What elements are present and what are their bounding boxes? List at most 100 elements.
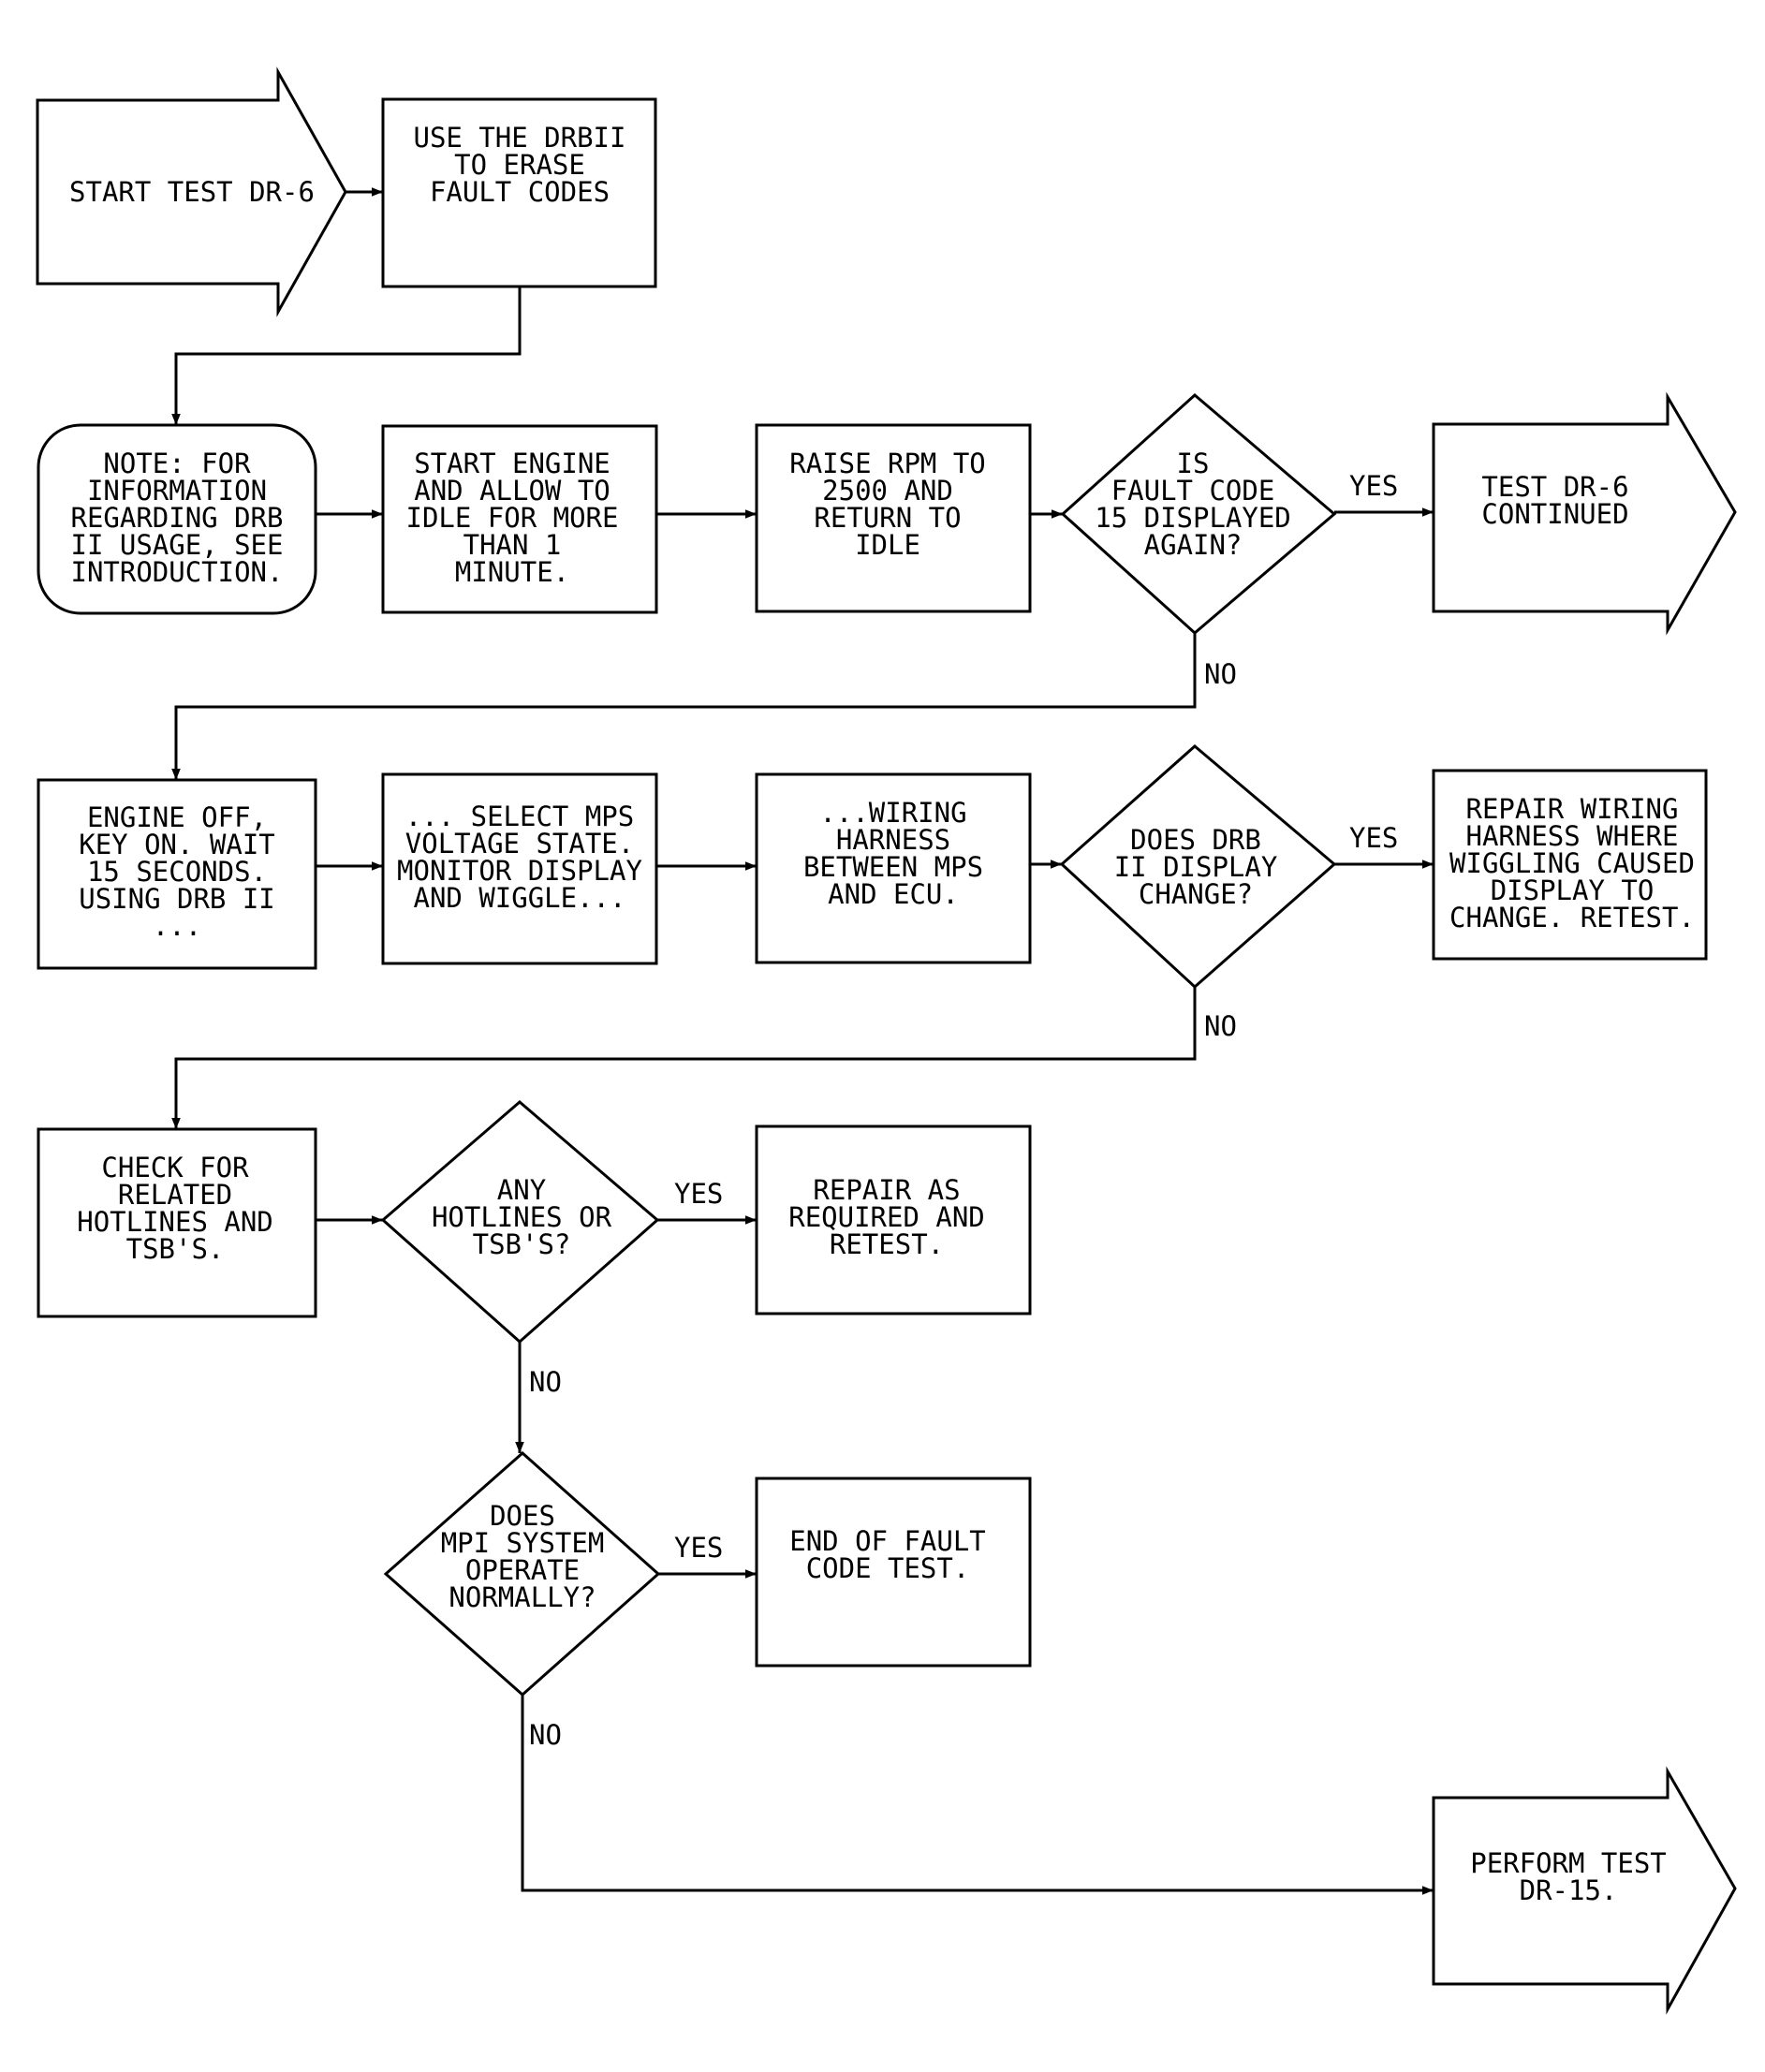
text-line: THAN 1: [463, 529, 562, 561]
no-label-fault: NO: [1204, 658, 1237, 690]
text-line: PERFORM TEST: [1470, 1847, 1667, 1879]
text-line: HARNESS: [836, 824, 950, 856]
text-line: NORMALLY?: [449, 1581, 596, 1613]
text-line: DOES DRB: [1130, 824, 1261, 856]
text-line: FAULT CODES: [430, 176, 610, 208]
check-hotlines-box: [37, 1127, 317, 1318]
no-label-display: NO: [1204, 1010, 1237, 1042]
connector-mpi-no: [521, 1695, 1434, 1895]
test-continued-arrow-shape: [1432, 391, 1737, 636]
text-line: TO ERASE: [454, 149, 585, 181]
text-line: MPI SYSTEM: [441, 1527, 605, 1559]
yes-label-fault: YES: [1349, 470, 1398, 502]
text-line: CHANGE. RETEST.: [1449, 902, 1695, 933]
perform-test-arrow-shape: [1432, 1766, 1737, 2015]
start-test-label: START TEST DR-6: [69, 176, 315, 208]
connector-fault-no: [171, 633, 1197, 780]
text-line: NOTE: FOR: [103, 448, 251, 479]
text-line: II USAGE, SEE: [71, 529, 284, 561]
text-line: ANY: [497, 1174, 546, 1206]
text-line: 15 DISPLAYED: [1095, 502, 1291, 534]
text-line: USING DRB II: [79, 883, 275, 915]
text-line: 2500 AND: [822, 475, 953, 507]
text-line: REPAIR WIRING: [1466, 793, 1679, 825]
text-line: INFORMATION: [87, 475, 267, 507]
text-line: REQUIRED AND: [788, 1201, 985, 1233]
text-line: WIGGLING CAUSED: [1449, 847, 1695, 879]
text-line: IS: [1177, 448, 1210, 479]
text-line: ...WIRING: [819, 797, 966, 829]
end-test-box: [755, 1477, 1032, 1668]
text-line: INTRODUCTION.: [71, 556, 284, 588]
raise-rpm-box: [755, 423, 1032, 613]
no-label-hotlines: NO: [529, 1366, 562, 1398]
repair-wiring-box: [1432, 769, 1708, 961]
no-label-mpi: NO: [529, 1719, 562, 1751]
text-line: IDLE: [855, 529, 920, 561]
text-line: MINUTE.: [455, 556, 569, 588]
text-line: DOES: [490, 1500, 555, 1532]
text-line: AGAIN?: [1144, 529, 1243, 561]
yes-label-display: YES: [1349, 822, 1398, 854]
start-arrow-shape: [36, 66, 347, 317]
yes-label-mpi: YES: [674, 1532, 723, 1564]
text-line: CHECK FOR: [101, 1152, 249, 1183]
text-line: RETURN TO: [814, 502, 961, 534]
text-line: REPAIR AS: [813, 1174, 960, 1206]
text-line: CODE TEST.: [806, 1552, 970, 1584]
wiring-harness-box: [755, 772, 1032, 964]
connector-erase-to-note: [171, 287, 522, 425]
text-line: REGARDING DRB: [71, 502, 284, 534]
text-line: FAULT CODE: [1111, 475, 1275, 507]
repair-required-box: [755, 1124, 1032, 1315]
text-line: OPERATE: [465, 1554, 580, 1586]
text-line: DISPLAY TO: [1491, 874, 1655, 906]
start-engine-box: [381, 424, 658, 614]
text-line: TSB'S.: [126, 1233, 225, 1265]
text-line: END OF FAULT: [789, 1525, 986, 1557]
erase-box: [381, 97, 657, 288]
text-line: 15 SECONDS.: [87, 856, 267, 888]
connector-display-no: [171, 987, 1197, 1129]
text-line: IDLE FOR MORE: [406, 502, 619, 534]
text-line: BETWEEN MPS: [803, 851, 983, 883]
text-line: START TEST DR-6: [69, 176, 315, 208]
text-line: KEY ON. WAIT: [79, 829, 275, 860]
text-line: ... SELECT MPS: [405, 801, 634, 832]
text-line: AND ALLOW TO: [414, 475, 610, 507]
select-mps-box: [381, 772, 658, 965]
text-line: VOLTAGE STATE.: [405, 828, 634, 860]
text-line: CONTINUED: [1481, 498, 1628, 530]
text-line: RETEST.: [830, 1228, 944, 1260]
engine-off-box: [37, 778, 317, 970]
text-line: AND ECU.: [828, 878, 959, 910]
text-line: TSB'S?: [473, 1228, 571, 1260]
text-line: START ENGINE: [414, 448, 610, 479]
text-line: USE THE DRBII: [414, 122, 626, 154]
text-line: MONITOR DISPLAY: [397, 855, 642, 887]
text-line: ...: [153, 910, 201, 942]
text-line: HARNESS WHERE: [1466, 820, 1679, 852]
text-line: II DISPLAY: [1114, 851, 1278, 883]
text-line: HOTLINES AND: [77, 1206, 273, 1238]
text-line: TEST DR-6: [1481, 471, 1628, 503]
text-line: CHANGE?: [1139, 878, 1253, 910]
